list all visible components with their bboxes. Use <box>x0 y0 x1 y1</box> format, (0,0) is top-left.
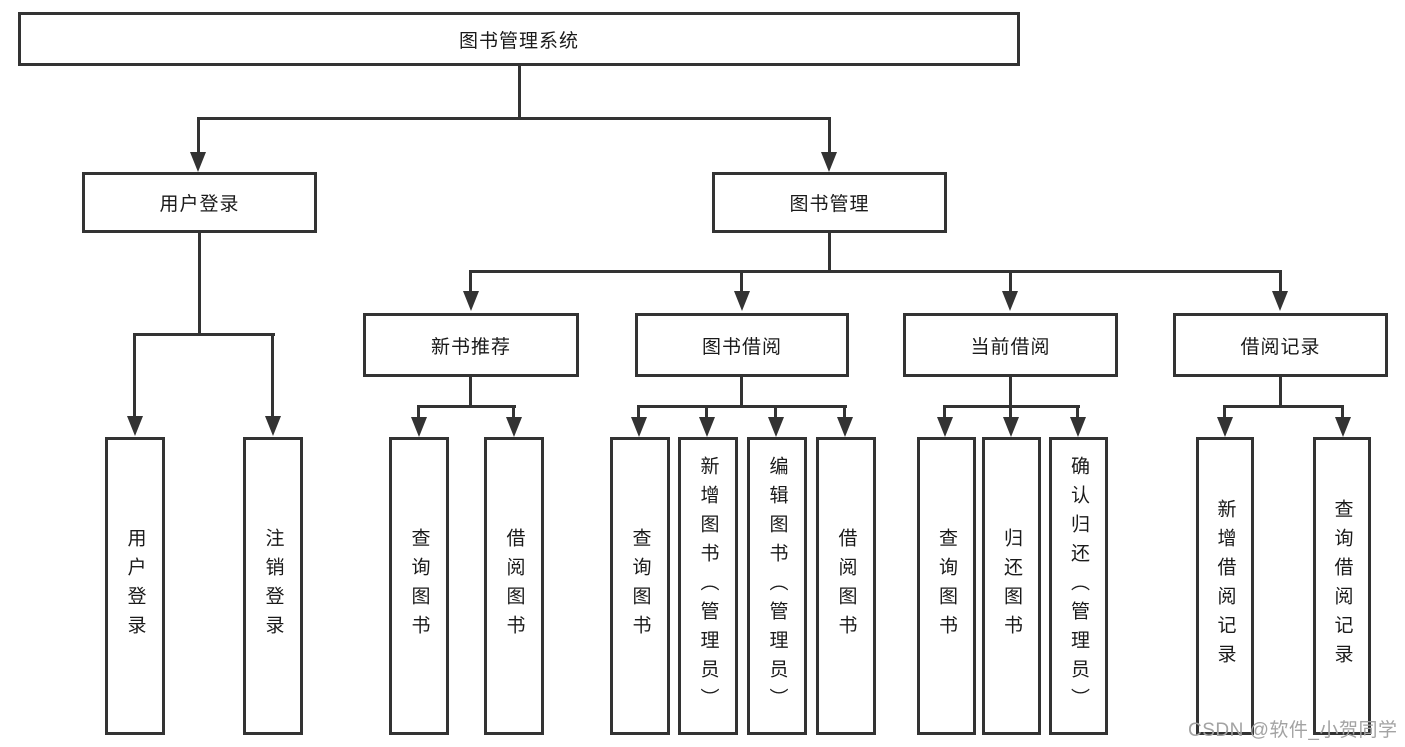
leaf-query-borrow-record: 查询借阅记录 <box>1313 437 1371 735</box>
connector-records-stem <box>1279 375 1282 408</box>
arrowhead-cur-return-icon <box>1003 417 1019 437</box>
node-new-book-recommend-label: 新书推荐 <box>430 336 511 358</box>
leaf-query-books-current-label: 查询图书 <box>936 528 957 644</box>
arrowhead-book-mgmt-icon <box>821 152 837 172</box>
node-root-label: 图书管理系统 <box>458 30 579 52</box>
leaf-add-borrow-record: 新增借阅记录 <box>1196 437 1254 735</box>
connector-arrow-current-stem <box>1009 270 1012 292</box>
connector-arrow-bor-query-stem <box>637 405 640 419</box>
node-book-management-label: 图书管理 <box>789 194 870 215</box>
arrowhead-leaf-logout-icon <box>265 416 281 436</box>
connector-level3-hline <box>469 270 1281 273</box>
leaf-query-books-borrow: 查询图书 <box>610 437 670 735</box>
leaf-user-login-label: 用户登录 <box>124 528 146 644</box>
leaf-edit-books-admin: 编辑图书（管理员） <box>747 437 807 735</box>
connector-arrow-leaf-login-stem <box>133 333 136 417</box>
arrowhead-recommend-icon <box>463 291 479 311</box>
leaf-return-books: 归还图书 <box>982 437 1041 735</box>
connector-recommend-hline <box>417 405 516 408</box>
connector-user-login-hline <box>133 333 275 336</box>
connector-user-login-stem <box>198 231 201 335</box>
connector-arrow-user-login-stem <box>197 117 200 153</box>
node-borrow-records: 借阅记录 <box>1173 313 1388 377</box>
arrowhead-bor-query-icon <box>631 417 647 437</box>
connector-arrow-cur-return-stem <box>1009 405 1012 419</box>
connector-arrow-borrow-stem <box>740 270 743 292</box>
connector-borrow-stem <box>740 375 743 408</box>
node-user-login: 用户登录 <box>82 172 317 233</box>
arrowhead-rec-query-icon <box>411 417 427 437</box>
leaf-confirm-return-admin: 确认归还（管理员） <box>1049 437 1108 735</box>
arrowhead-leaf-login-icon <box>127 416 143 436</box>
leaf-borrow-books: 借阅图书 <box>816 437 876 735</box>
node-new-book-recommend: 新书推荐 <box>363 313 579 377</box>
arrowhead-cur-confirm-icon <box>1070 417 1086 437</box>
node-book-borrow-label: 图书借阅 <box>701 336 782 358</box>
arrowhead-bor-borrow-icon <box>837 417 853 437</box>
leaf-borrow-books-recommend: 借阅图书 <box>484 437 544 735</box>
connector-root-stem <box>518 66 521 120</box>
connector-recommend-stem <box>469 375 472 408</box>
arrowhead-user-login-icon <box>190 152 206 172</box>
connector-arrow-leaf-logout-stem <box>271 333 274 417</box>
node-book-management: 图书管理 <box>712 172 947 233</box>
connector-arrow-bor-add-stem <box>705 405 708 419</box>
arrowhead-bor-edit-icon <box>768 417 784 437</box>
connector-arrow-cur-query-stem <box>943 405 946 419</box>
arrowhead-borrow-icon <box>734 291 750 311</box>
leaf-query-books-recommend-label: 查询图书 <box>408 528 430 644</box>
arrowhead-cur-query-icon <box>937 417 953 437</box>
arrowhead-rec-query2-icon <box>1335 417 1351 437</box>
leaf-query-books-borrow-label: 查询图书 <box>629 528 651 644</box>
csdn-watermark: CSDN @软件_小贺同学 <box>1188 720 1398 741</box>
arrowhead-bor-add-icon <box>699 417 715 437</box>
connector-arrow-cur-confirm-stem <box>1076 405 1079 419</box>
leaf-logout-label: 注销登录 <box>262 528 284 644</box>
connector-arrow-rec-add-stem <box>1223 405 1226 419</box>
connector-arrow-bor-edit-stem <box>774 405 777 419</box>
leaf-edit-books-admin-label: 编辑图书（管理员） <box>766 455 788 717</box>
leaf-add-borrow-record-label: 新增借阅记录 <box>1214 499 1236 673</box>
connector-arrow-rec-query2-stem <box>1341 405 1344 419</box>
leaf-add-books-admin-label: 新增图书（管理员） <box>697 455 719 717</box>
connector-arrow-rec-query-stem <box>417 405 420 419</box>
connector-book-mgmt-stem <box>828 231 831 273</box>
leaf-borrow-books-label: 借阅图书 <box>835 528 857 644</box>
leaf-user-login: 用户登录 <box>105 437 165 735</box>
arrowhead-rec-borrow-icon <box>506 417 522 437</box>
node-current-borrow-label: 当前借阅 <box>970 336 1051 358</box>
connector-arrow-book-mgmt-stem <box>828 117 831 153</box>
leaf-return-books-label: 归还图书 <box>1001 528 1022 644</box>
connector-arrow-rec-borrow-stem <box>512 405 515 419</box>
leaf-confirm-return-admin-label: 确认归还（管理员） <box>1068 455 1089 717</box>
node-user-login-label: 用户登录 <box>159 194 240 215</box>
node-current-borrow: 当前借阅 <box>903 313 1118 377</box>
node-root: 图书管理系统 <box>18 12 1020 66</box>
node-book-borrow: 图书借阅 <box>635 313 849 377</box>
node-borrow-records-label: 借阅记录 <box>1240 336 1321 358</box>
connector-arrow-bor-borrow-stem <box>843 405 846 419</box>
connector-records-hline <box>1223 405 1344 408</box>
leaf-query-borrow-record-label: 查询借阅记录 <box>1331 499 1353 673</box>
connector-borrow-hline <box>637 405 847 408</box>
leaf-query-books-current: 查询图书 <box>917 437 976 735</box>
connector-arrow-records-stem <box>1279 270 1282 292</box>
connector-arrow-recommend-stem <box>469 270 472 292</box>
arrowhead-rec-add-icon <box>1217 417 1233 437</box>
arrowhead-records-icon <box>1272 291 1288 311</box>
arrowhead-current-icon <box>1002 291 1018 311</box>
connector-current-stem <box>1009 375 1012 408</box>
leaf-query-books-recommend: 查询图书 <box>389 437 449 735</box>
leaf-logout: 注销登录 <box>243 437 303 735</box>
connector-level1-hline <box>197 117 831 120</box>
leaf-add-books-admin: 新增图书（管理员） <box>678 437 738 735</box>
leaf-borrow-books-recommend-label: 借阅图书 <box>503 528 525 644</box>
